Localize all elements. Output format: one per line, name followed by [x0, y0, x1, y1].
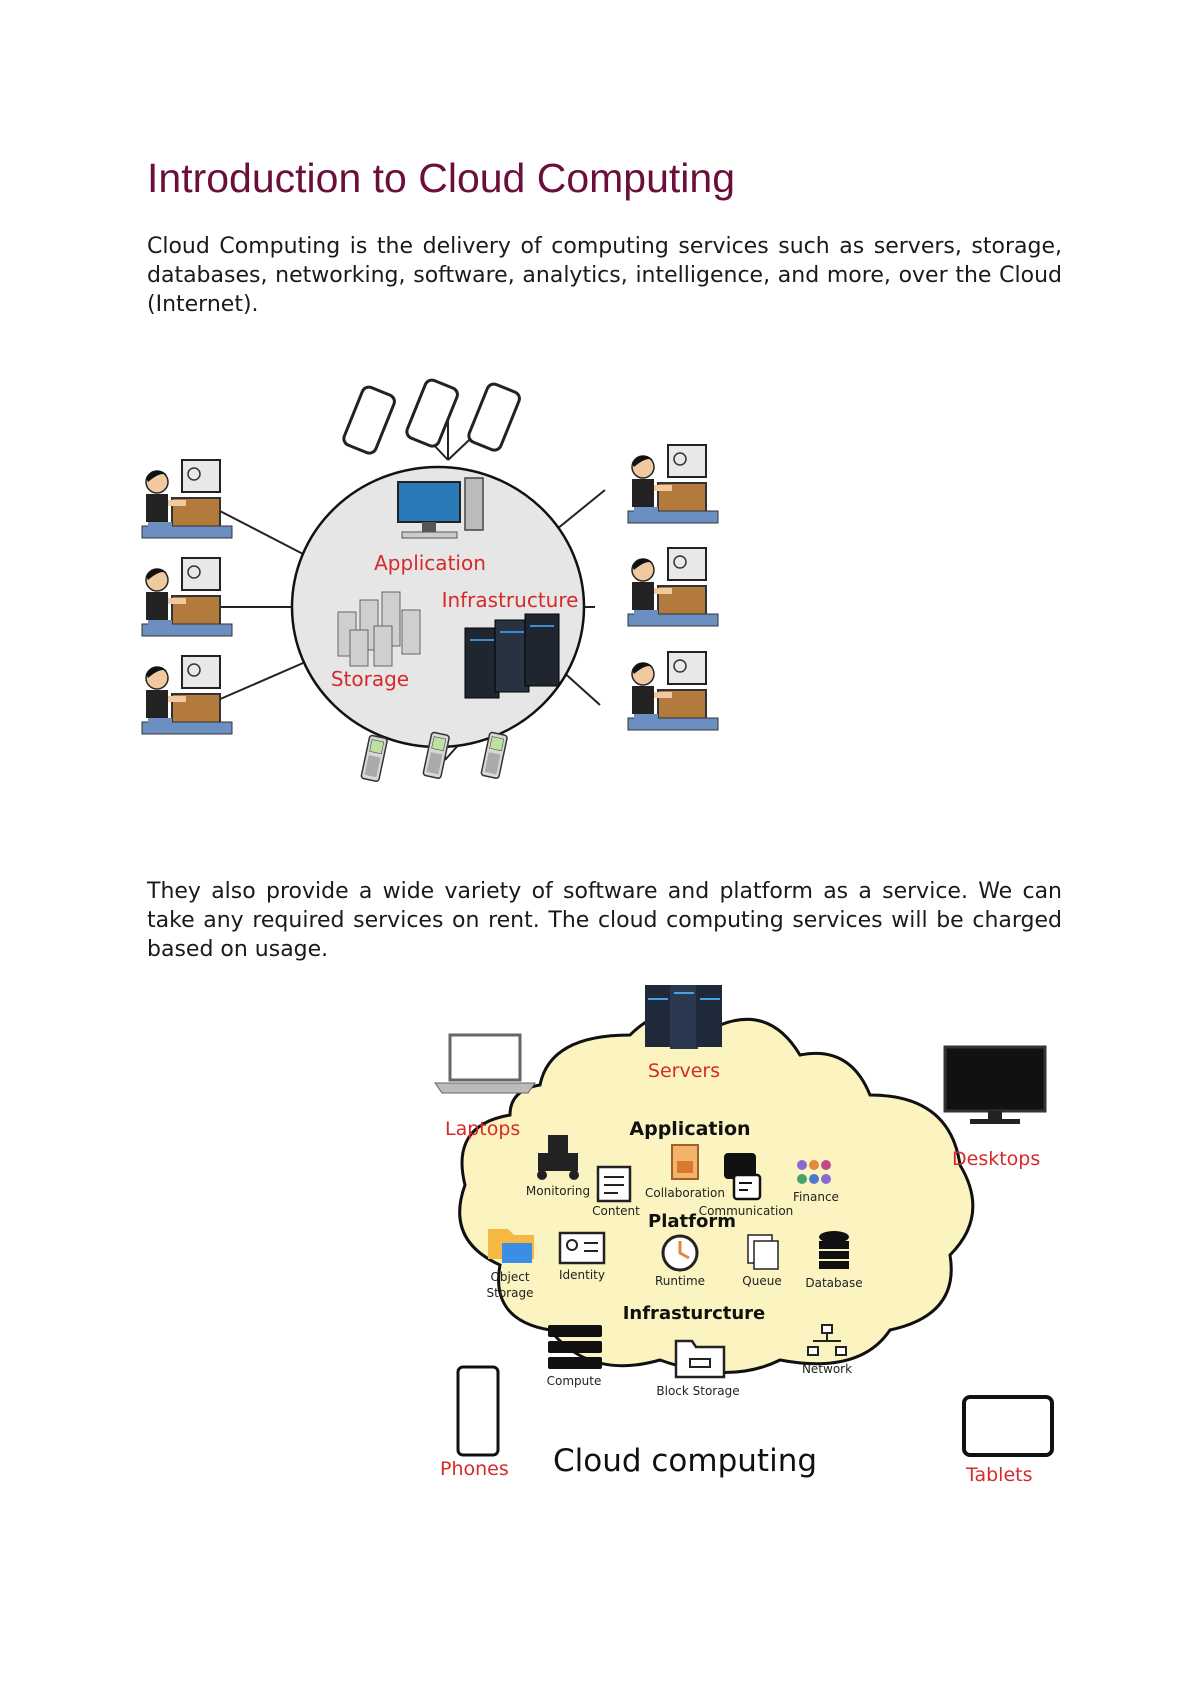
compute-icon	[548, 1325, 602, 1369]
user-computer-icon	[141, 655, 233, 735]
services-paragraph: They also provide a wide variety of soft…	[147, 879, 1062, 962]
page-title: Introduction to Cloud Computing	[147, 155, 736, 201]
desktop-computer-icon	[397, 477, 484, 539]
user-computer-icon	[627, 444, 719, 524]
runtime-label: Runtime	[655, 1274, 705, 1288]
monitoring-icon	[537, 1135, 579, 1180]
finance-icon	[797, 1160, 831, 1184]
compute-label: Compute	[547, 1374, 602, 1388]
phone-icon	[360, 734, 389, 783]
user-computer-icon	[627, 547, 719, 627]
user-computer-icon	[141, 557, 233, 637]
database-label: Database	[805, 1276, 862, 1290]
runtime-icon	[661, 1234, 699, 1272]
communication-label: Communication	[699, 1204, 794, 1218]
cloud-shape	[458, 1010, 975, 1374]
network-icon	[807, 1324, 847, 1356]
cloud-hub-diagram: Application Storage Infrastructure	[140, 370, 740, 800]
finance-label: Finance	[793, 1190, 839, 1204]
content-icon	[596, 1165, 632, 1203]
network-label: Network	[802, 1362, 852, 1376]
object-storage-label: Object	[490, 1270, 529, 1284]
storage-cylinders-icon	[337, 591, 421, 667]
user-computer-icon	[627, 651, 719, 731]
tablet-icon	[340, 383, 399, 457]
smartphone-icon	[456, 1365, 500, 1457]
communication-icon	[724, 1153, 762, 1201]
block-storage-icon	[674, 1339, 726, 1379]
tablet-icon	[962, 1395, 1054, 1457]
desktops-label: Desktops	[952, 1148, 1040, 1170]
cloud-computing-title: Cloud computing	[553, 1443, 817, 1479]
infrastructure-heading: Infrasturcture	[623, 1303, 766, 1324]
application-heading: Application	[629, 1118, 750, 1140]
user-computer-icon	[141, 459, 233, 539]
intro-paragraph: Cloud Computing is the delivery of compu…	[147, 234, 1062, 317]
queue-label: Queue	[742, 1274, 781, 1288]
phones-label: Phones	[440, 1458, 509, 1480]
laptop-icon	[434, 1033, 536, 1094]
platform-heading: Platform	[648, 1211, 736, 1232]
tablet-icon	[465, 380, 524, 454]
identity-icon	[558, 1231, 606, 1265]
object-storage-icon	[488, 1229, 534, 1263]
servers-label: Servers	[648, 1060, 720, 1082]
database-icon	[819, 1231, 849, 1269]
cloud-computing-diagram: Servers Laptops Desktops Phones Tablets …	[430, 979, 1070, 1505]
laptops-label: Laptops	[445, 1118, 520, 1140]
infrastructure-label: Infrastructure	[442, 588, 579, 612]
storage-label: Storage	[331, 667, 409, 691]
tablets-label: Tablets	[965, 1464, 1032, 1486]
collaboration-icon	[671, 1144, 699, 1180]
servers-icon	[645, 979, 722, 1049]
monitoring-label: Monitoring	[526, 1184, 590, 1198]
identity-label: Identity	[559, 1268, 605, 1282]
queue-icon	[747, 1234, 779, 1270]
block-storage-label: Block Storage	[656, 1384, 739, 1398]
content-label: Content	[592, 1204, 640, 1218]
server-rack-icon	[464, 613, 560, 699]
tablet-icon	[403, 376, 462, 450]
collaboration-label: Collaboration	[645, 1186, 725, 1200]
object-storage-label-2: Storage	[487, 1286, 534, 1300]
application-label: Application	[374, 551, 486, 575]
desktop-monitor-icon	[943, 1045, 1047, 1124]
